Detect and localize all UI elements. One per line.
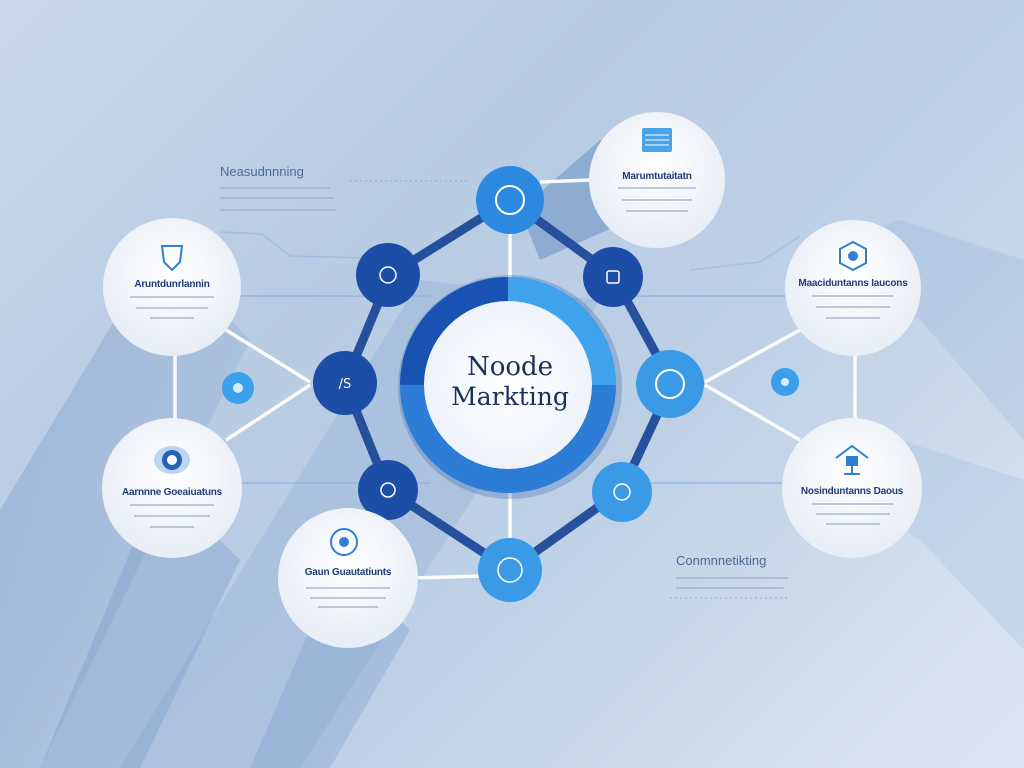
card-top-title: Marumtutaitatn	[622, 171, 692, 182]
book-icon	[642, 128, 672, 152]
card-top[interactable]	[589, 112, 725, 248]
side-text-lines	[220, 187, 788, 589]
node-lower-right[interactable]	[592, 462, 652, 522]
card-right-lower[interactable]	[782, 418, 922, 558]
hub-title-line2: Markting	[451, 382, 569, 411]
label-top-left: Neasudnnning	[220, 164, 304, 179]
card-bottom[interactable]	[278, 508, 418, 648]
target-icon	[154, 446, 190, 474]
shield-icon	[160, 245, 184, 272]
node-left[interactable]: /S	[313, 351, 377, 415]
card-right-lower-title: Nosinduntanns Daous	[800, 486, 904, 497]
node-right-mini[interactable]	[771, 368, 799, 396]
card-left-upper-title: Aruntdunrlannin	[134, 279, 210, 290]
card-left-upper[interactable]	[103, 218, 241, 356]
connectors-white	[173, 178, 857, 580]
node-lower-left[interactable]	[358, 460, 418, 520]
node-top[interactable]	[476, 166, 544, 234]
sensor-icon	[835, 444, 869, 475]
node-bottom[interactable]	[478, 538, 542, 602]
hub	[398, 275, 622, 499]
node-upper-right[interactable]	[583, 247, 643, 307]
card-text-lines	[130, 504, 214, 528]
card-bottom-title: Gaun Guautatiunts	[304, 567, 392, 578]
label-bottom-right: Conmnnetikting	[676, 553, 767, 568]
hub-title: Noode Markting	[430, 352, 590, 412]
node-upper-left[interactable]	[356, 243, 420, 307]
hub-title-line1: Noode	[466, 352, 554, 382]
card-text-lines	[618, 187, 696, 212]
card-left-lower-title: Aarnnne Goeaiuatuns	[121, 487, 223, 498]
card-text-lines	[130, 296, 214, 319]
svg-text:/S: /S	[339, 377, 352, 392]
card-right-upper[interactable]	[785, 220, 921, 356]
hub-icon	[330, 528, 358, 556]
card-text-lines	[812, 295, 894, 319]
card-right-upper-title: Maaciduntanns Iaucons	[798, 278, 908, 289]
card-text-lines	[812, 503, 894, 525]
node-left-mini[interactable]	[222, 372, 254, 404]
card-text-lines	[306, 587, 390, 608]
node-right[interactable]	[636, 350, 704, 418]
card-left-lower[interactable]	[102, 418, 242, 558]
gear-icon	[839, 240, 867, 272]
